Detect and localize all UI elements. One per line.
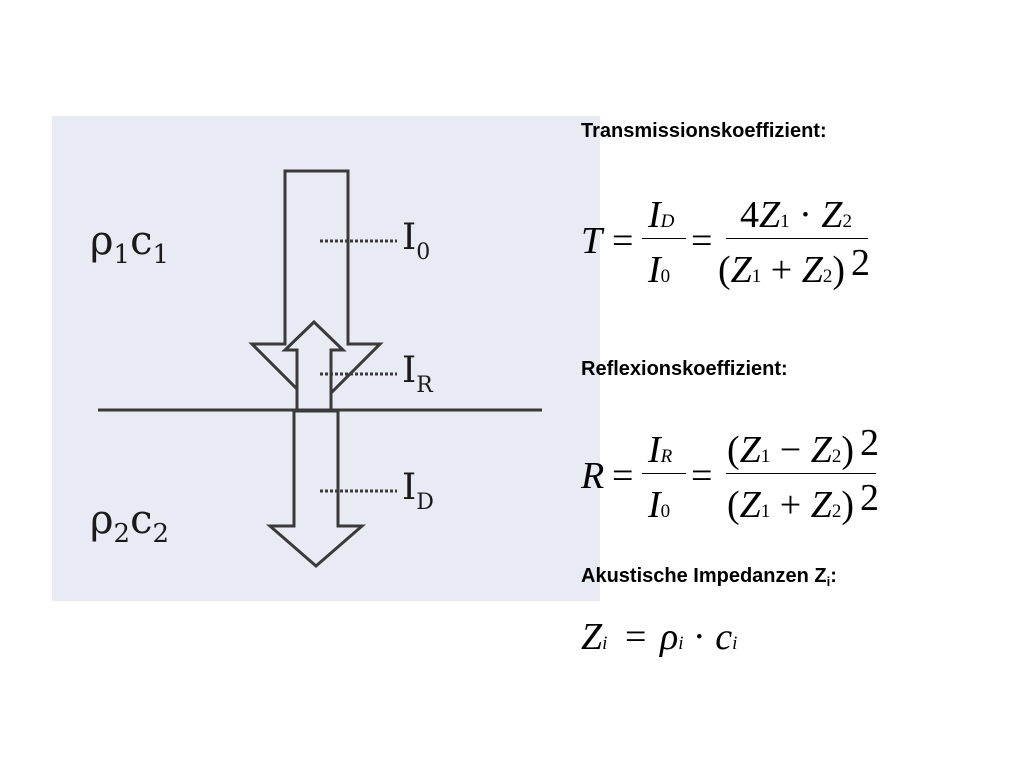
transmission-ratio-numerator: ID (648, 194, 675, 236)
impedance-lhs: Zi (581, 616, 608, 658)
incident-arrow (248, 169, 384, 411)
reflection-rhs-numerator: (Z1 − Z2) (727, 429, 855, 471)
impedance-eq: = (625, 616, 647, 658)
transmission-rhs-denominator: (Z1 + Z2) (718, 249, 846, 291)
transmission-rhs-exponent: 2 (851, 242, 870, 284)
reflection-rhs-den-exponent: 2 (860, 477, 879, 519)
transmission-eq2: = (691, 220, 713, 262)
reflection-eq2: = (691, 455, 713, 497)
impedance-heading: Akustische Impedanzen Zi: (581, 565, 837, 589)
reflection-heading: Reflexionskoeffizient: (581, 358, 788, 380)
reflection-lhs: R (581, 455, 605, 497)
wave-diagram-graphics (52, 116, 600, 601)
medium-upper-label: ρ1c1 (90, 218, 170, 270)
transmission-lhs: T (581, 220, 603, 262)
reflection-ratio-denominator: I0 (648, 484, 671, 526)
transmission-rhs-fraction-line (726, 238, 868, 239)
transmission-rhs-numerator: 4Z1 · Z2 (740, 194, 852, 236)
transmission-eq: = (612, 220, 634, 262)
transmission-heading: Transmissionskoeffizient: (581, 120, 827, 142)
reflection-rhs-fraction-line (726, 473, 876, 474)
transmission-ratio-fraction-line (642, 238, 686, 239)
reflected-arrow (281, 319, 347, 412)
reflection-ratio-fraction-line (642, 473, 686, 474)
reflected-intensity-label: IR (402, 350, 433, 398)
transmission-ratio-denominator: I0 (648, 249, 671, 291)
impedance-rhs: ρi · ci (660, 616, 738, 658)
reflection-ratio-numerator: IR (648, 429, 673, 471)
wave-diagram: ρ1c1 ρ2c2 I0 IR ID (52, 116, 600, 601)
reflection-eq: = (612, 455, 634, 497)
reflection-rhs-denominator: (Z1 + Z2) (727, 484, 855, 526)
incident-intensity-label: I0 (402, 217, 431, 265)
transmitted-arrow (265, 409, 367, 568)
reflection-rhs-num-exponent: 2 (860, 422, 879, 464)
transmitted-intensity-label: ID (402, 467, 434, 515)
medium-lower-label: ρ2c2 (90, 497, 170, 549)
